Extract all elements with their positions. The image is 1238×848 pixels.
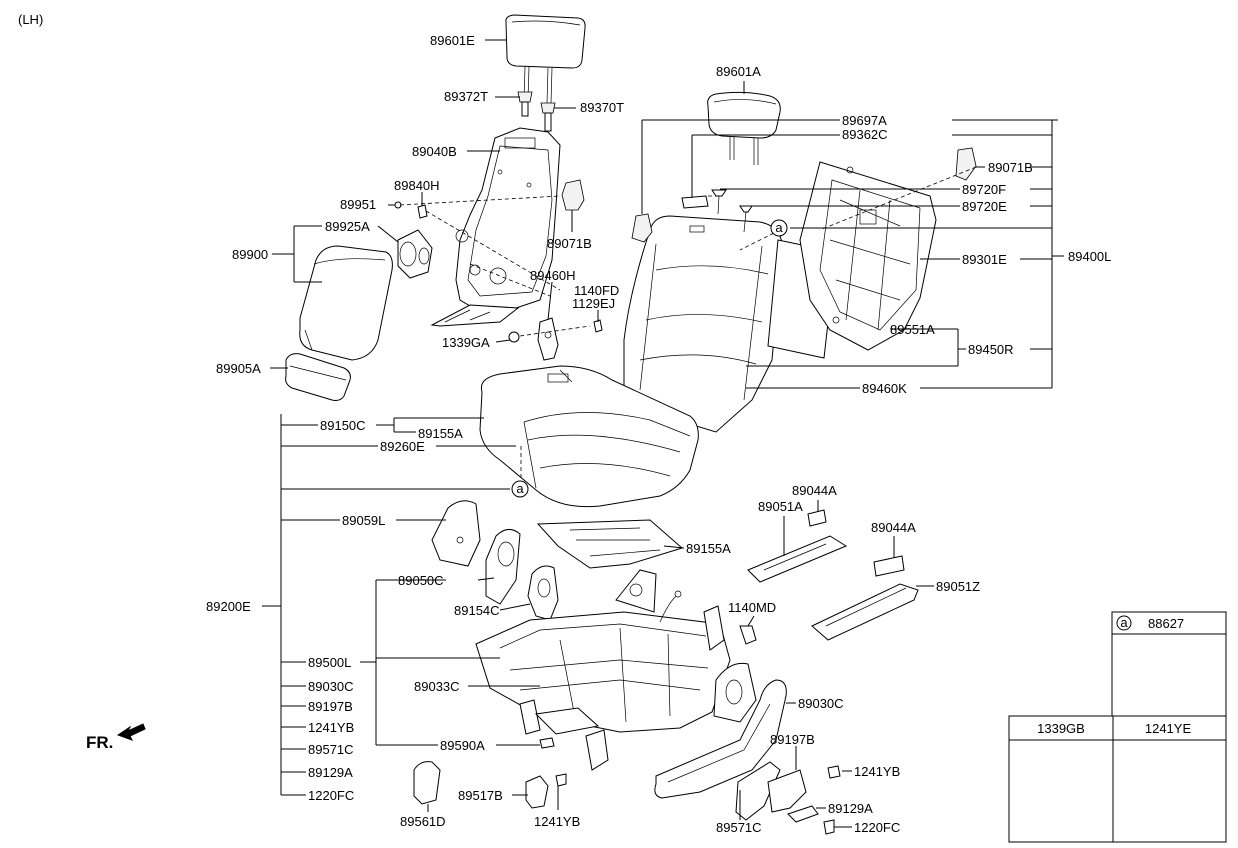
label-89400L: 89400L bbox=[1068, 249, 1111, 264]
latch-parts-illustration bbox=[631, 147, 977, 243]
label-89051A: 89051A bbox=[758, 499, 803, 514]
label-89030C-right: 89030C bbox=[798, 696, 844, 711]
label-89033C: 89033C bbox=[414, 679, 460, 694]
label-1220FC-left: 1220FC bbox=[308, 788, 354, 803]
label-89197B-right: 89197B bbox=[770, 732, 815, 747]
label-89590A: 89590A bbox=[440, 738, 485, 753]
label-89571C-left: 89571C bbox=[308, 742, 354, 757]
label-89129A-left: 89129A bbox=[308, 765, 353, 780]
armrest-cover-illustration bbox=[285, 353, 351, 401]
label-89517B: 89517B bbox=[458, 788, 503, 803]
label-89155A-top: 89155A bbox=[418, 426, 463, 441]
legend-callout-letter: a bbox=[1120, 615, 1128, 630]
cushion-frame-side-illustration bbox=[713, 662, 757, 723]
label-89720E: 89720E bbox=[962, 199, 1007, 214]
label-89601E: 89601E bbox=[430, 33, 475, 48]
side-trim-mid-illustration bbox=[485, 529, 521, 605]
label-89720F: 89720F bbox=[962, 182, 1006, 197]
seatback-frame-right-illustration bbox=[799, 161, 937, 351]
label-1241YB-left: 1241YB bbox=[308, 720, 354, 735]
label-89150C: 89150C bbox=[320, 418, 366, 433]
label-89071B-left: 89071B bbox=[547, 236, 592, 251]
legend-box: a 88627 1339GB 1241YE bbox=[1008, 611, 1227, 843]
label-89362C: 89362C bbox=[842, 127, 888, 142]
headrest-guide-illustration bbox=[517, 91, 556, 132]
label-89697A: 89697A bbox=[842, 113, 887, 128]
tray-illustration bbox=[534, 707, 600, 749]
label-89601A: 89601A bbox=[716, 64, 761, 79]
rail-cover-z-illustration bbox=[811, 555, 919, 641]
svg-text:a: a bbox=[516, 481, 524, 496]
label-89551A: 89551A bbox=[890, 322, 935, 337]
label-89571C-right: 89571C bbox=[716, 820, 762, 835]
label-89460H: 89460H bbox=[530, 268, 576, 283]
label-89372T: 89372T bbox=[444, 89, 488, 104]
armrest-illustration bbox=[299, 245, 393, 361]
seatback-frame-left-illustration bbox=[430, 127, 561, 327]
rail-cover-a-illustration bbox=[747, 509, 848, 583]
leader-lines bbox=[262, 39, 1064, 828]
label-89059L: 89059L bbox=[342, 513, 385, 528]
legend-part-88627: 88627 bbox=[1148, 616, 1184, 631]
small-fastener-illustration bbox=[394, 179, 603, 361]
label-89260E: 89260E bbox=[380, 439, 425, 454]
label-1241YB-bottom: 1241YB bbox=[534, 814, 580, 829]
label-89561D: 89561D bbox=[400, 814, 446, 829]
label-89154C: 89154C bbox=[454, 603, 500, 618]
armrest-hinge-illustration bbox=[397, 229, 433, 279]
label-89071B-right: 89071B bbox=[988, 160, 1033, 175]
label-1339GA: 1339GA bbox=[442, 335, 490, 350]
label-89197B-left: 89197B bbox=[308, 699, 353, 714]
callout-a-bottom: a bbox=[511, 480, 529, 498]
callout-a-top: a bbox=[770, 219, 788, 237]
side-trim-small-illustration bbox=[527, 565, 559, 621]
label-1140FD: 1140FD bbox=[574, 283, 619, 298]
side-trim-left-illustration bbox=[431, 500, 481, 567]
label-89925A: 89925A bbox=[325, 219, 370, 234]
label-89905A: 89905A bbox=[216, 361, 261, 376]
label-89129A-right: 89129A bbox=[828, 801, 873, 816]
label-89301E: 89301E bbox=[962, 252, 1007, 267]
label-89500L: 89500L bbox=[308, 655, 351, 670]
front-arrow-icon bbox=[116, 723, 146, 741]
label-1241YB-right: 1241YB bbox=[854, 764, 900, 779]
label-89951: 89951 bbox=[340, 197, 376, 212]
label-1129EJ: 1129EJ bbox=[572, 296, 615, 311]
label-89200E: 89200E bbox=[206, 599, 251, 614]
outer-cover-right-illustration bbox=[654, 679, 787, 799]
label-89460K: 89460K bbox=[862, 381, 907, 396]
svg-text:a: a bbox=[775, 220, 783, 235]
label-89051Z: 89051Z bbox=[936, 579, 980, 594]
seat-cushion-illustration bbox=[479, 365, 699, 508]
legend-col-1241YE: 1241YE bbox=[1145, 721, 1192, 736]
label-1140MD: 1140MD bbox=[728, 600, 776, 615]
cushion-pad-illustration bbox=[536, 519, 684, 569]
part-labels: 89601E 89372T 89370T 89040B 89951 89840H… bbox=[206, 33, 1111, 835]
legend-col-1339GB: 1339GB bbox=[1037, 721, 1085, 736]
label-89050C: 89050C bbox=[398, 573, 444, 588]
cushion-frame-illustration bbox=[475, 569, 731, 771]
headrest-right-illustration bbox=[707, 91, 781, 165]
label-1220FC-right: 1220FC bbox=[854, 820, 900, 835]
label-89450R: 89450R bbox=[968, 342, 1014, 357]
side-label: (LH) bbox=[18, 12, 43, 27]
label-89900: 89900 bbox=[232, 247, 268, 262]
front-direction-label: FR. bbox=[86, 733, 113, 752]
headrest-left-illustration bbox=[505, 14, 586, 104]
assembly-dashed-lines bbox=[399, 166, 977, 480]
end-cap-left-illustration bbox=[413, 761, 567, 809]
label-89040B: 89040B bbox=[412, 144, 457, 159]
label-89044A-2: 89044A bbox=[871, 520, 916, 535]
label-89030C-left: 89030C bbox=[308, 679, 354, 694]
hinge-cover-right-illustration bbox=[735, 761, 841, 835]
bolt-right-illustration bbox=[739, 625, 757, 645]
label-89840H: 89840H bbox=[394, 178, 440, 193]
label-89044A-1: 89044A bbox=[792, 483, 837, 498]
label-89155A-mid: 89155A bbox=[686, 541, 731, 556]
label-89370T: 89370T bbox=[580, 100, 624, 115]
